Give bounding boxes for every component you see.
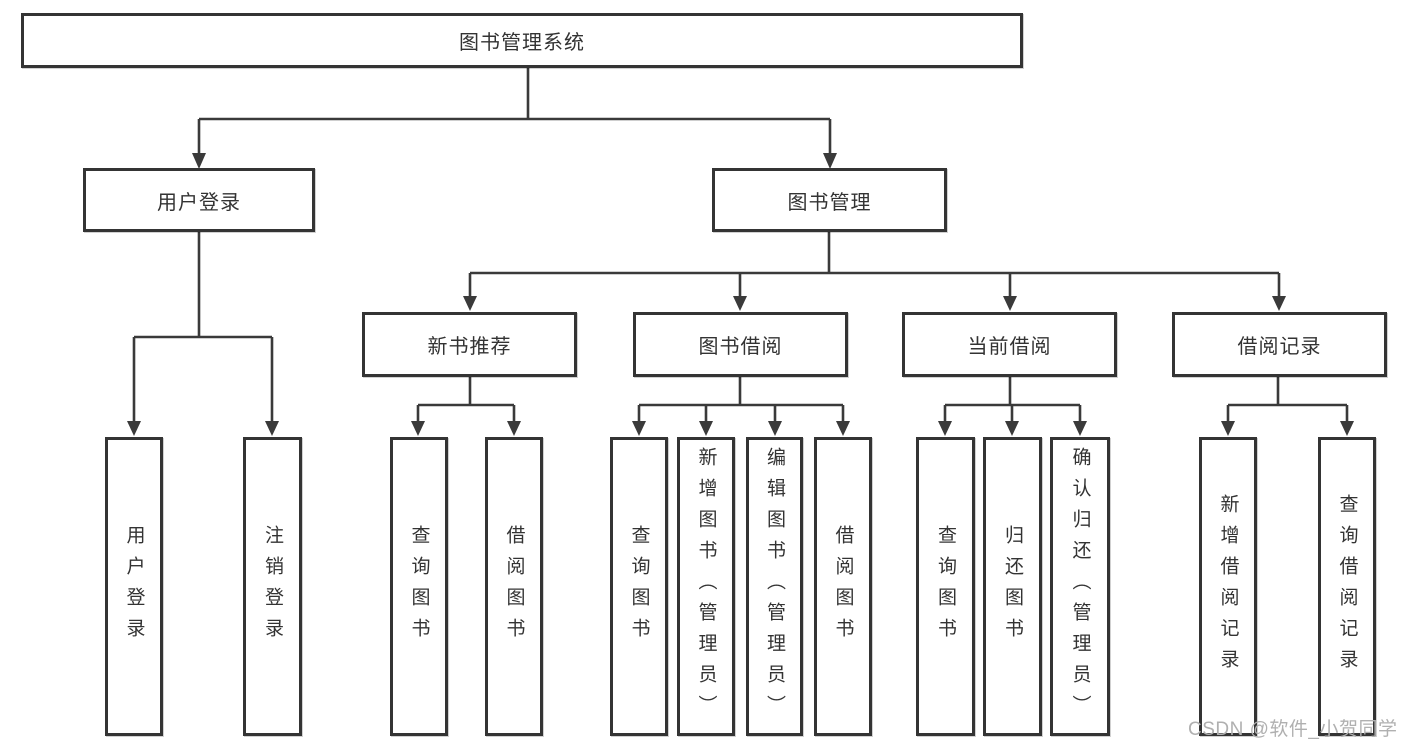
node-current-borrowing: 当前借阅 (902, 312, 1117, 377)
leaf-add-borrow-record: 新增借阅记录 (1199, 437, 1257, 736)
node-book-management: 图书管理 (712, 168, 947, 232)
leaf-borrow-books-borrow: 借阅图书 (814, 437, 872, 736)
leaf-query-borrow-record: 查询借阅记录 (1318, 437, 1376, 736)
node-root-label: 图书管理系统 (459, 32, 585, 54)
leaf-add-book-admin-label: 新增图书（管理员） (695, 447, 717, 726)
leaf-query-borrow-record-label: 查询借阅记录 (1336, 493, 1358, 680)
node-root: 图书管理系统 (21, 13, 1023, 68)
leaf-borrow-books-recommend-label: 借阅图书 (503, 524, 525, 649)
csdn-watermark: CSDN @软件_小贺同学 (1188, 719, 1398, 740)
node-new-book-recommend: 新书推荐 (362, 312, 577, 377)
leaf-query-books-recommend: 查询图书 (390, 437, 448, 736)
leaf-logout: 注销登录 (243, 437, 302, 736)
node-borrowing-records-label: 借阅记录 (1237, 336, 1322, 358)
node-book-management-label: 图书管理 (787, 191, 872, 214)
leaf-query-books-current-label: 查询图书 (935, 524, 956, 649)
leaf-add-book-admin: 新增图书（管理员） (677, 437, 735, 736)
node-book-borrowing: 图书借阅 (633, 312, 848, 377)
leaf-return-book: 归还图书 (983, 437, 1042, 736)
leaf-query-books-borrow: 查询图书 (610, 437, 668, 736)
leaf-edit-book-admin: 编辑图书（管理员） (746, 437, 803, 736)
node-user-login: 用户登录 (83, 168, 315, 232)
leaf-user-login-label: 用户登录 (123, 524, 145, 649)
leaf-add-borrow-record-label: 新增借阅记录 (1217, 493, 1239, 680)
leaf-borrow-books-borrow-label: 借阅图书 (832, 524, 854, 649)
node-borrowing-records: 借阅记录 (1172, 312, 1387, 377)
leaf-query-books-borrow-label: 查询图书 (628, 524, 650, 649)
node-user-login-label: 用户登录 (157, 191, 241, 214)
leaf-edit-book-admin-label: 编辑图书（管理员） (764, 447, 785, 726)
leaf-confirm-return-admin-label: 确认归还（管理员） (1069, 447, 1091, 726)
leaf-query-books-current: 查询图书 (916, 437, 975, 736)
leaf-confirm-return-admin: 确认归还（管理员） (1050, 437, 1110, 736)
leaf-return-book-label: 归还图书 (1002, 524, 1023, 649)
leaf-user-login: 用户登录 (105, 437, 163, 736)
node-book-borrowing-label: 图书借阅 (698, 336, 783, 358)
node-new-book-recommend-label: 新书推荐 (427, 336, 512, 358)
leaf-logout-label: 注销登录 (262, 524, 283, 649)
node-current-borrowing-label: 当前借阅 (967, 336, 1052, 358)
leaf-query-books-recommend-label: 查询图书 (408, 524, 430, 649)
leaf-borrow-books-recommend: 借阅图书 (485, 437, 543, 736)
